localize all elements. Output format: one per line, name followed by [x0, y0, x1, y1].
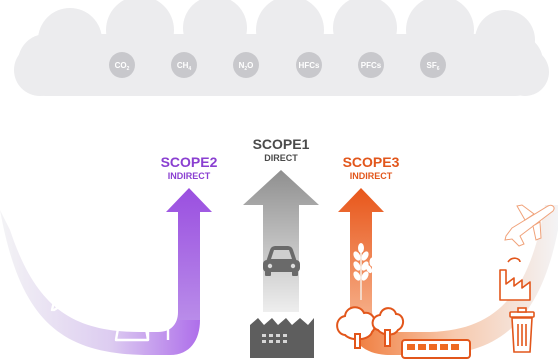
svg-text:SF6: SF6 [426, 61, 439, 72]
gas-sf6: SF6 [420, 52, 446, 78]
svg-text:CH4: CH4 [177, 61, 192, 72]
svg-text:DIRECT: DIRECT [264, 153, 298, 163]
scope2-flow-band [0, 210, 200, 355]
trees-icon [336, 306, 404, 349]
bus-icon [401, 339, 471, 359]
scope3-flow-band [350, 205, 558, 355]
svg-text:SCOPE1: SCOPE1 [253, 136, 310, 152]
airplane-icon [504, 204, 555, 247]
car-icon [263, 246, 300, 276]
svg-text:INDIRECT: INDIRECT [168, 171, 211, 181]
svg-text:HFCs: HFCs [299, 61, 320, 70]
svg-text:CO2: CO2 [115, 61, 130, 72]
scope2-label: SCOPE2 INDIRECT [161, 154, 218, 181]
power-plant-icon [110, 277, 170, 342]
svg-text:SCOPE2: SCOPE2 [161, 154, 218, 170]
pylon-icon [42, 266, 82, 312]
svg-text:N2O: N2O [239, 61, 254, 72]
wheat-icon [353, 243, 379, 300]
factory-small-icon [499, 257, 531, 301]
trash-bin-icon [509, 307, 535, 353]
scope2-arrow [166, 188, 212, 320]
gas-hfcs: HFCs [296, 52, 322, 78]
svg-text:SCOPE3: SCOPE3 [343, 154, 400, 170]
gas-list: CO2 CH4 N2O HFCs PFCs SF6 [109, 52, 446, 78]
scope1-label: SCOPE1 DIRECT [253, 136, 310, 163]
cloud-band [14, 0, 549, 96]
scope3-label: SCOPE3 INDIRECT [343, 154, 400, 181]
svg-text:INDIRECT: INDIRECT [350, 171, 393, 181]
gas-n2o: N2O [233, 52, 259, 78]
gas-co2: CO2 [109, 52, 135, 78]
svg-text:PFCs: PFCs [361, 61, 382, 70]
gas-ch4: CH4 [171, 52, 197, 78]
gas-pfcs: PFCs [358, 52, 384, 78]
factory-icon [250, 318, 314, 358]
scope1-arrow [243, 170, 319, 312]
